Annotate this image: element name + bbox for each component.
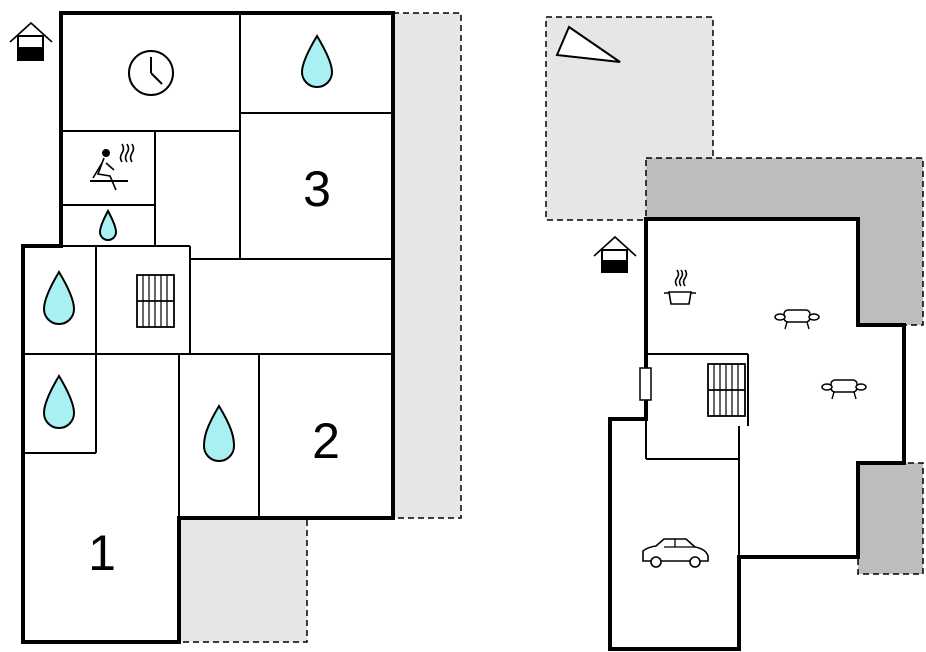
car-icon (642, 538, 709, 568)
left-interior-walls (23, 13, 393, 518)
terrace-right (392, 12, 462, 519)
clock-icon (128, 50, 174, 96)
water-drop-icon (202, 404, 236, 462)
sauna-icon (90, 143, 135, 191)
right-interior-walls (645, 353, 749, 557)
bedroom-3-label: 3 (303, 161, 331, 217)
bedroom-2-label: 2 (312, 413, 340, 469)
triangle-icon (555, 25, 621, 63)
house-entrance-icon (9, 21, 53, 61)
left-building-outline (21, 11, 395, 644)
house-entrance-icon (593, 235, 637, 273)
right-building-outline (608, 217, 906, 651)
terrace-side-dark (857, 462, 924, 575)
terrace-corner-dark (645, 157, 924, 326)
door-marker (639, 367, 652, 401)
cooking-pot-icon (664, 269, 696, 305)
sofa-icon (821, 379, 867, 400)
stairs-icon (707, 363, 746, 417)
water-drop-icon (98, 208, 118, 241)
water-drop-icon (300, 34, 334, 88)
terrace-bottom (178, 517, 308, 643)
sofa-icon (774, 309, 820, 330)
stairs-icon (136, 274, 175, 328)
water-drop-icon (42, 270, 76, 325)
water-drop-icon (42, 374, 76, 429)
bedroom-1-label: 1 (88, 525, 116, 581)
